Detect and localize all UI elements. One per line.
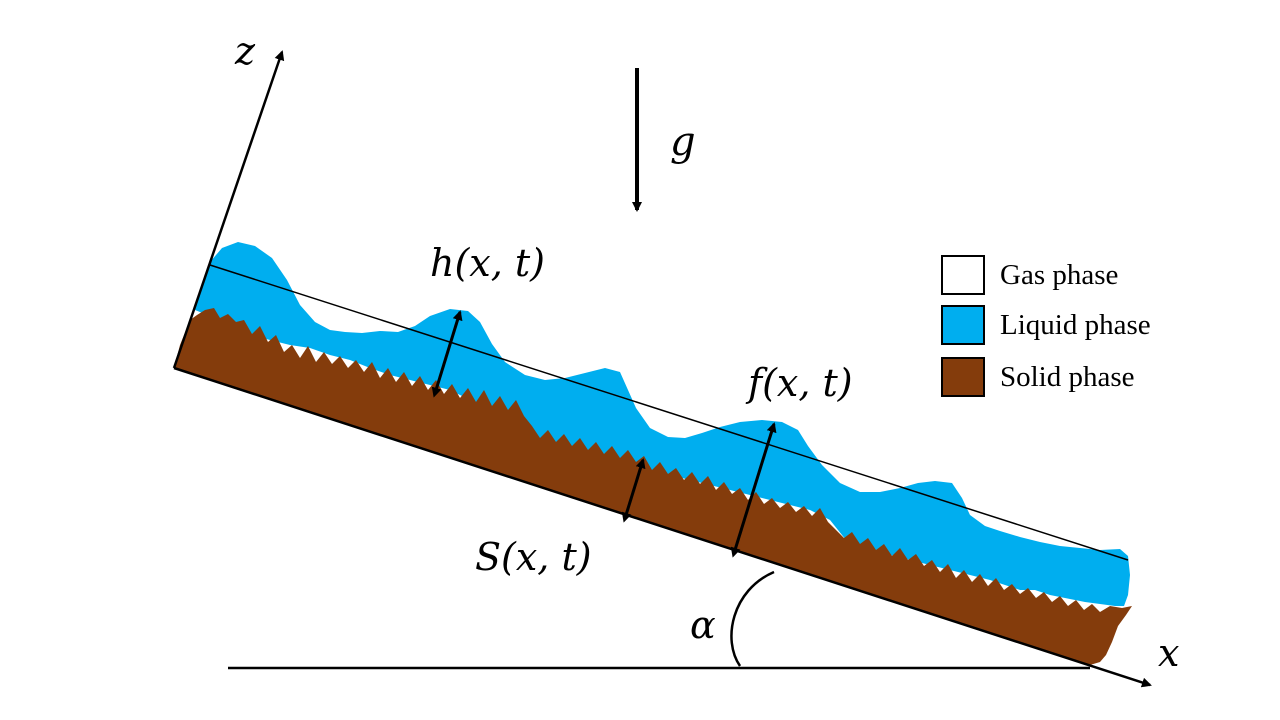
legend-swatch-liquid <box>941 305 985 345</box>
mean-film-thickness-line <box>209 264 1129 561</box>
legend: Gas phase Liquid phase Solid phase <box>941 255 1151 397</box>
h-label: h(x, t) <box>430 241 545 285</box>
gravity-label: g <box>670 119 696 165</box>
alpha-angle-arc <box>730 570 775 667</box>
legend-label-liquid: Liquid phase <box>1000 309 1151 341</box>
f-label: f(x, t) <box>745 361 853 405</box>
f-thickness-arrow <box>730 422 777 558</box>
s-label: S(x, t) <box>475 535 592 579</box>
liquid-layer <box>195 242 1130 606</box>
legend-label-gas: Gas phase <box>1000 259 1118 291</box>
z-axis <box>172 50 285 369</box>
legend-swatch-solid <box>941 357 985 397</box>
x-axis <box>173 366 1152 688</box>
legend-label-solid: Solid phase <box>1000 361 1135 393</box>
x-axis-label: x <box>1158 631 1179 675</box>
solid-layer <box>174 308 1132 665</box>
s-thickness-arrow <box>621 458 646 523</box>
alpha-label: α <box>690 603 716 647</box>
h-thickness-arrow <box>431 310 463 398</box>
legend-swatch-gas <box>941 255 985 295</box>
z-axis-label: z <box>234 29 256 73</box>
